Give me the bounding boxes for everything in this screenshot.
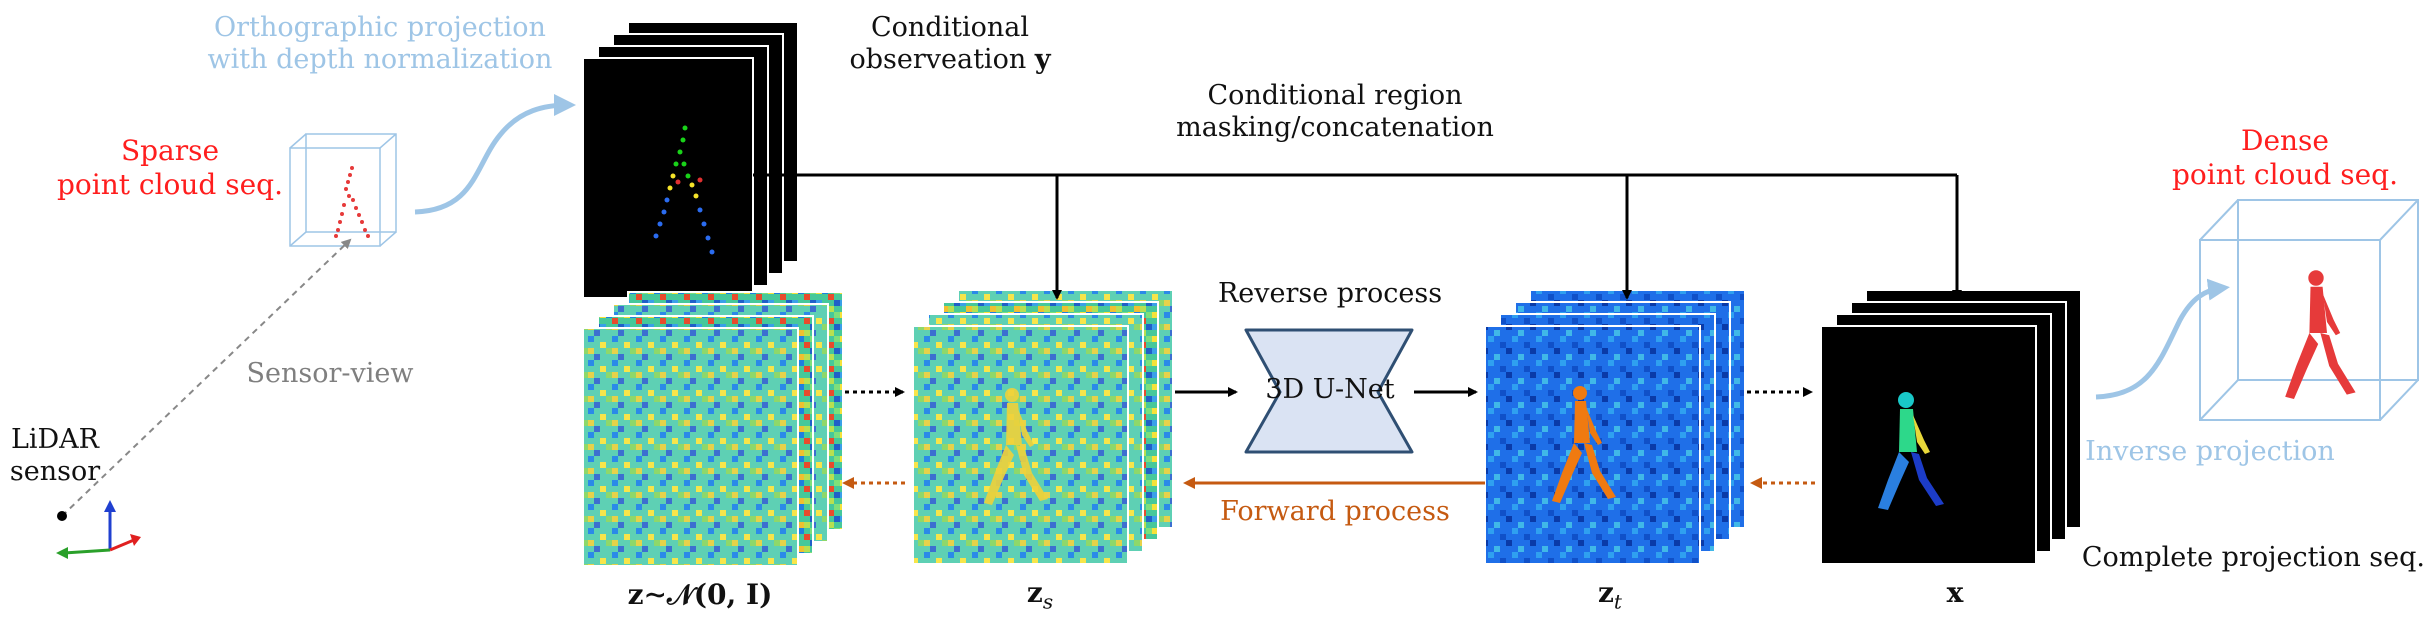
conditional-lines — [753, 173, 1962, 300]
dense-point-cloud-label: Dense point cloud seq. — [2171, 124, 2399, 191]
orthographic-projection-label: Orthographic projection with depth norma… — [207, 12, 553, 76]
lidar-sensor-dot — [57, 511, 67, 521]
projection-arrow — [414, 94, 576, 215]
unet-label: 3D U-Net — [1265, 374, 1395, 405]
inverse-projection-arrow — [2095, 278, 2230, 400]
bowtie-network-icon — [1244, 328, 1414, 454]
conditional-region-label: Conditional region masking/concatenation — [1176, 80, 1494, 144]
conditional-observation-stack — [582, 21, 799, 299]
sensor-view-label: Sensor-view — [246, 358, 414, 389]
sensor-view-line — [61, 238, 352, 517]
lidar-sensor-label: LiDAR sensor — [9, 424, 101, 488]
reverse-process-label: Reverse process — [1217, 278, 1443, 309]
z-s-label: zs — [1026, 576, 1054, 614]
complete-projection-label: Complete projection seq. — [2081, 542, 2425, 573]
sparse-point-cloud-label: Sparse point cloud seq. — [56, 134, 284, 201]
conditional-observation-label: Conditional observeation y — [849, 12, 1051, 76]
x-label: x — [1946, 576, 1964, 609]
sparse-point-cloud-figure — [334, 166, 370, 238]
z-s-stack — [912, 289, 1174, 565]
inverse-projection-label: Inverse projection — [2085, 436, 2335, 467]
noise-stack — [582, 291, 844, 567]
z-noise-label: z∼𝒩(𝟎, 𝐈) — [627, 578, 773, 611]
sparse-point-cloud-box — [289, 133, 397, 247]
z-t-stack — [1484, 289, 1746, 565]
z-t-label: zt — [1598, 576, 1622, 614]
dense-point-cloud-box — [2199, 199, 2419, 421]
forward-process-label: Forward process — [1220, 496, 1450, 527]
xyz-axes-icon — [56, 500, 141, 559]
x-stack — [1820, 289, 2082, 565]
